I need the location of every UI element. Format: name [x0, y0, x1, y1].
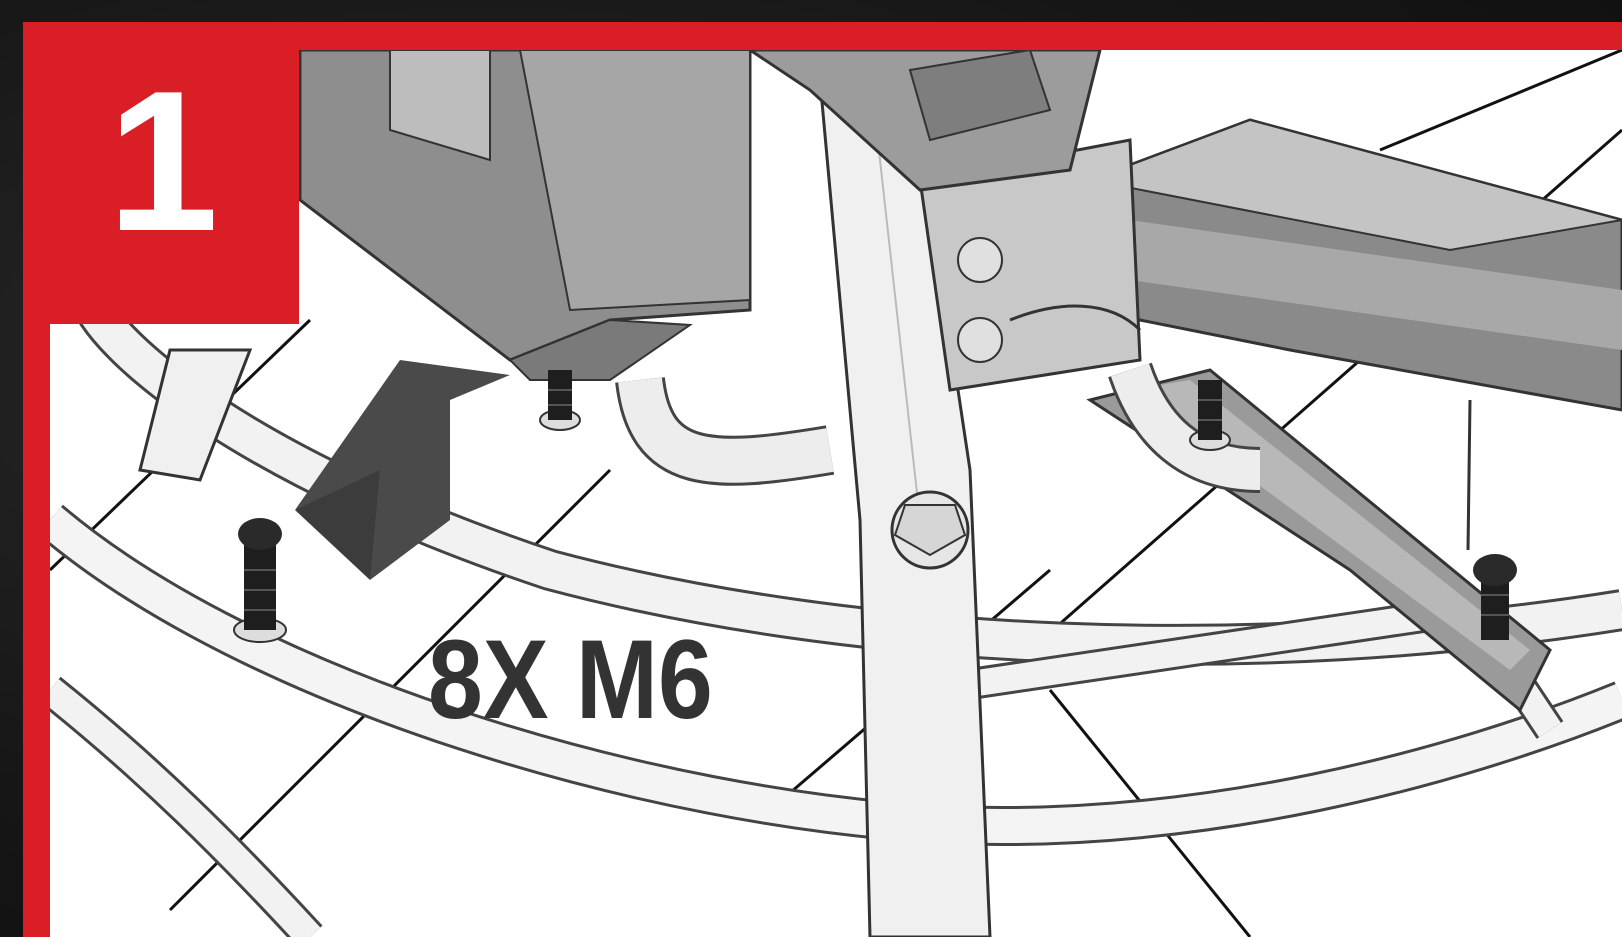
bolt-icon	[539, 370, 581, 431]
bolt-icon	[1473, 554, 1517, 640]
bolt-icon	[233, 370, 1517, 643]
bolt-quantity-label: 8X M6	[428, 617, 713, 742]
square-beam	[1086, 118, 1622, 412]
assembly-illustration	[50, 50, 1622, 937]
outer-ring	[50, 291, 1622, 937]
bolt-icon	[233, 518, 287, 643]
guide-bar	[138, 348, 253, 482]
step-number: 1	[107, 50, 218, 273]
up-arrow-icon	[295, 360, 510, 580]
illustration-panel	[50, 50, 1622, 937]
bracket-plate	[918, 138, 1142, 392]
bolt-icon	[1189, 380, 1231, 451]
step-badge: 1	[23, 22, 299, 324]
motor-housing	[298, 50, 1102, 381]
elbow-pipe	[615, 362, 1261, 493]
